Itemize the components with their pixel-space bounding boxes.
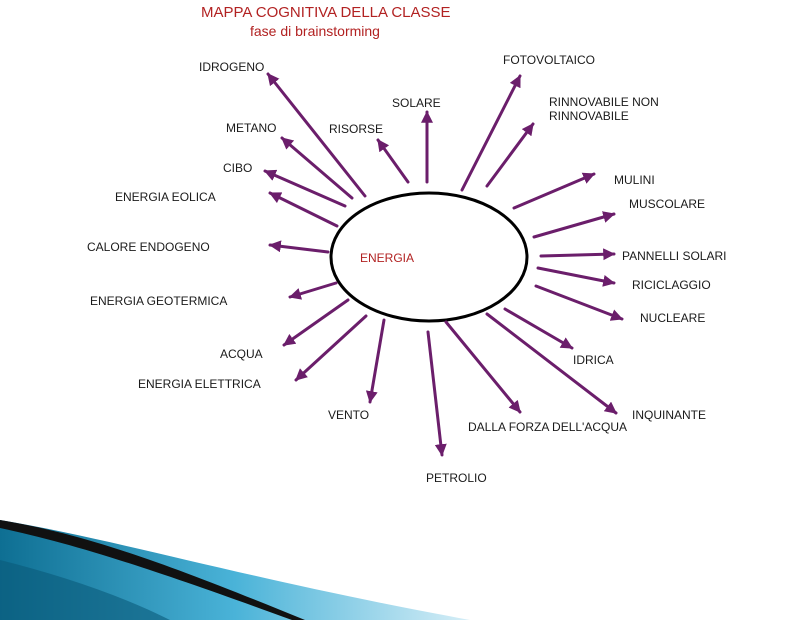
node-cibo: CIBO	[223, 161, 252, 175]
node-mulini: MULINI	[614, 173, 655, 187]
arrow-energia-geotermica	[290, 283, 336, 297]
diagram-title: MAPPA COGNITIVA DELLA CLASSE	[201, 4, 451, 21]
node-dalla-forza: DALLA FORZA DELL'ACQUA	[468, 420, 627, 434]
node-energia-eolica: ENERGIA EOLICA	[115, 190, 216, 204]
node-solare: SOLARE	[392, 96, 441, 110]
node-petrolio: PETROLIO	[426, 471, 487, 485]
arrow-riciclaggio	[538, 268, 614, 283]
node-risorse: RISORSE	[329, 122, 383, 136]
node-acqua: ACQUA	[220, 347, 263, 361]
arrow-rinnovabile	[487, 124, 533, 186]
arrow-muscolare	[534, 214, 614, 237]
arrow-nucleare	[536, 286, 622, 319]
arrow-risorse	[378, 140, 408, 182]
node-idrica: IDRICA	[573, 353, 614, 367]
arrow-idrica	[505, 309, 572, 348]
center-node-label: ENERGIA	[360, 251, 414, 265]
node-calore-endogeno: CALORE ENDOGENO	[87, 240, 210, 254]
arrow-acqua	[284, 300, 348, 345]
diagram-subtitle: fase di brainstorming	[250, 23, 380, 39]
node-riciclaggio: RICICLAGGIO	[632, 278, 711, 292]
node-nucleare: NUCLEARE	[640, 311, 705, 325]
arrow-energia-elettrica	[296, 316, 366, 380]
arrow-group	[265, 74, 622, 455]
node-muscolare: MUSCOLARE	[629, 197, 705, 211]
node-vento: VENTO	[328, 408, 369, 422]
arrow-cibo	[265, 171, 345, 206]
node-idrogeno: IDROGENO	[199, 60, 264, 74]
arrow-fotovoltaico	[462, 76, 520, 190]
arrow-dalla-forza	[446, 322, 520, 412]
arrow-pannelli-solari	[541, 254, 614, 256]
corner-wave-decoration	[0, 520, 470, 620]
node-energia-geotermica: ENERGIA GEOTERMICA	[90, 294, 227, 308]
node-pannelli-solari: PANNELLI SOLARI	[622, 249, 726, 263]
node-inquinante: INQUINANTE	[632, 408, 706, 422]
node-energia-elettrica: ENERGIA ELETTRICA	[138, 377, 261, 391]
arrow-vento	[370, 320, 384, 402]
node-rinnovabile: RINNOVABILE NON RINNOVABILE	[549, 95, 659, 123]
arrow-mulini	[514, 174, 594, 208]
node-fotovoltaico: FOTOVOLTAICO	[503, 53, 595, 67]
arrow-petrolio	[428, 332, 442, 455]
arrow-calore-endogeno	[270, 245, 328, 252]
node-metano: METANO	[226, 121, 276, 135]
